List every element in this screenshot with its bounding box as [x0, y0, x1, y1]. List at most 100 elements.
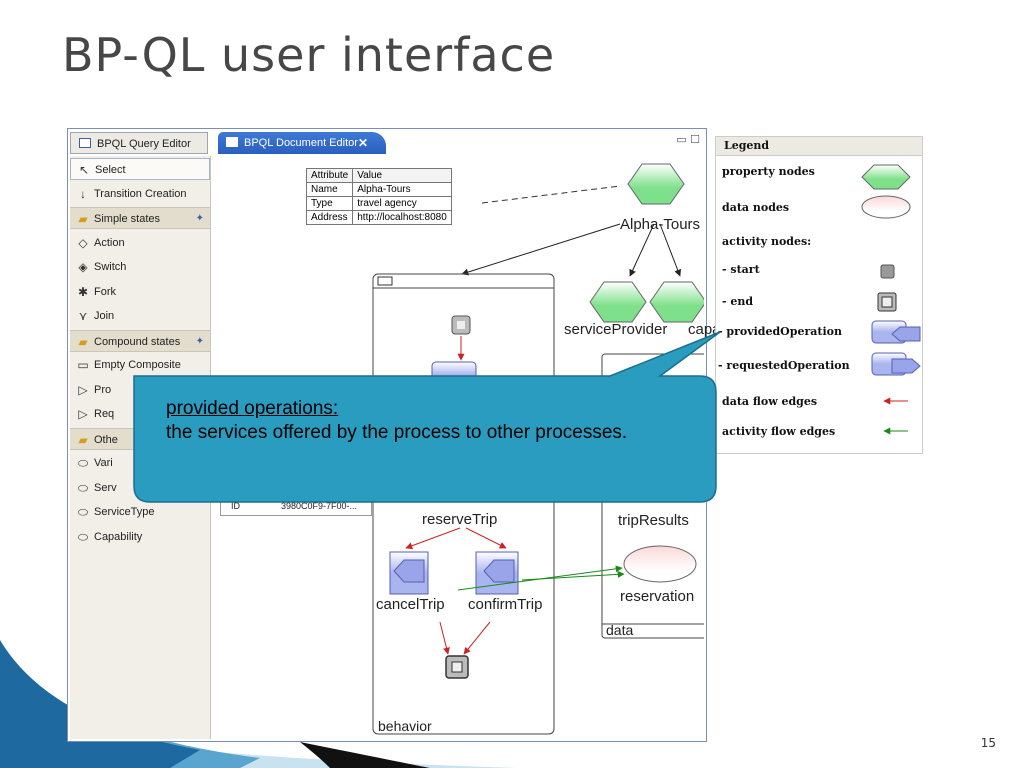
table-cell: travel agency	[352, 196, 452, 211]
fork-icon: ✱	[77, 284, 89, 299]
data-edge-cancel-to-end	[439, 621, 450, 655]
table-cell: Alpha-Tours	[352, 182, 452, 197]
variable-icon: ⬭	[77, 456, 89, 470]
arrow-cursor-icon: ↖	[78, 163, 90, 177]
edge-root-to-behavior	[461, 223, 621, 276]
legend-end-icon-inner	[881, 296, 893, 308]
table-cell: http://localhost:8080	[352, 210, 452, 225]
end-node-inner	[451, 661, 463, 673]
legend-requested-operation: - requestedOperation	[718, 359, 850, 372]
palette-label: Capability	[94, 530, 143, 543]
requested-op-icon: ▷	[78, 407, 88, 421]
palette-label: Switch	[94, 261, 127, 273]
edge-root-to-capability	[659, 223, 682, 277]
palette-tool[interactable]: ▭Empty Composite	[70, 354, 210, 376]
palette-label: Select	[95, 164, 126, 176]
provided-op-icon: ▷	[78, 382, 88, 397]
table-cell: Type	[305, 196, 354, 211]
window-controls[interactable]: ▭ ☐	[676, 133, 700, 146]
pin-icon[interactable]: ✦	[195, 335, 204, 347]
join-icon: ⋎	[78, 309, 88, 323]
folder-icon: ▰	[78, 334, 88, 349]
service-icon: ⬭	[77, 480, 89, 495]
decorative-swoosh	[0, 640, 520, 768]
palette-label: Req	[94, 408, 115, 420]
tab-document-editor[interactable]: BPQL Document Editor ✕	[218, 132, 386, 154]
property-node-alpha-tours	[627, 163, 685, 205]
table-cell: Address	[305, 210, 354, 225]
down-arrow-icon: ↓	[80, 186, 86, 201]
tab-query-label: BPQL Query Editor	[97, 138, 191, 150]
edge-root-to-provider	[629, 223, 655, 277]
legend-activity-flow-edges: activity flow edges	[722, 425, 836, 438]
legend-provided-op-arrow	[891, 326, 921, 342]
trip-results-label: tripResults	[618, 512, 689, 529]
data-edge-reserve-to-confirm	[465, 527, 507, 549]
palette-label: Join	[94, 310, 115, 322]
palette-tool[interactable]: ⬭Capability	[70, 526, 210, 548]
palette-label: Serv	[94, 481, 117, 494]
legend-requested-op-arrow	[891, 358, 921, 374]
start-node-inner	[457, 321, 465, 329]
property-node-capability	[649, 281, 704, 323]
palette-label: Transition Creation	[94, 187, 187, 200]
palette-tool[interactable]: ⋎ Join	[70, 305, 210, 327]
close-icon[interactable]: ✕	[357, 136, 368, 150]
confirm-trip-label: confirmTrip	[468, 596, 543, 613]
palette-label: ServiceType	[94, 506, 155, 518]
palette-label: Othe	[94, 433, 118, 446]
service-provider-label: serviceProvider	[564, 321, 668, 338]
legend-ellipse-icon	[861, 195, 911, 219]
callout-title: provided operations:	[166, 398, 339, 419]
diagram-canvas[interactable]: Attribute Value Name Alpha-Tours Type tr…	[210, 156, 751, 739]
palette-tool[interactable]: ▷ Pro	[70, 379, 210, 401]
palette-tool[interactable]: ↓ Transition Creation	[70, 183, 210, 205]
legend-start-icon	[880, 264, 895, 279]
diagram-svg	[372, 163, 704, 735]
data-box-label: data	[606, 622, 634, 638]
tab-query-editor[interactable]: BPQL Query Editor	[70, 132, 208, 154]
palette-tool[interactable]: ▷ Req	[70, 403, 210, 425]
legend-hexagon-icon	[861, 164, 911, 190]
legend-activity-nodes: activity nodes:	[722, 235, 812, 248]
table-cell: Name	[305, 182, 354, 197]
legend-title: Legend	[716, 137, 922, 156]
folder-icon: ▰	[78, 212, 88, 226]
callout-text: provided operations: the services offere…	[166, 397, 706, 445]
attribute-header: Attribute	[305, 168, 354, 183]
attribute-link-edge	[481, 185, 621, 204]
table-row: Type travel agency	[305, 196, 452, 211]
table-row: Name Alpha-Tours	[305, 182, 452, 197]
palette-tool[interactable]: ◈ Switch	[70, 256, 210, 278]
composite-icon	[377, 276, 393, 286]
id-key: ID	[231, 501, 240, 511]
palette-tool[interactable]: ⬭ Serv	[70, 477, 210, 499]
data-edge-reserve-to-cancel	[405, 527, 461, 550]
value-header: Value	[352, 168, 452, 183]
id-value: 3980C0F9-7F00-...	[281, 501, 358, 511]
swoosh-dark	[0, 640, 200, 768]
legend-symbols	[861, 164, 921, 435]
palette-section-header[interactable]: ▰ Compound states ✦	[70, 329, 210, 352]
reserve-trip-label: reserveTrip	[422, 511, 498, 528]
palette-label: Simple states	[94, 213, 161, 225]
palette-tool[interactable]: ⬭Vari	[70, 452, 210, 474]
folder-icon: ▰	[78, 432, 88, 447]
editor-icon	[79, 138, 91, 148]
palette-tool[interactable]: ↖ Select	[70, 158, 210, 180]
palette-label: Compound states	[94, 335, 181, 348]
palette-tool[interactable]: ⬭ ServiceType	[70, 501, 210, 523]
pin-icon[interactable]: ✦	[195, 213, 204, 224]
tool-palette: ↖ Select ↓ Transition Creation ▰ Simple state…	[70, 156, 211, 739]
provided-operation-node-top	[431, 361, 477, 389]
confirm-operation-arrow	[483, 559, 515, 583]
reservation-label: reservation	[620, 588, 695, 605]
attribute-table: Attribute Value Name Alpha-Tours Type tr…	[305, 168, 452, 225]
palette-section-header[interactable]: ▰ Simple states ✦	[70, 207, 210, 229]
palette-label: Pro	[94, 383, 112, 396]
service-type-icon: ⬭	[77, 505, 89, 519]
switch-icon: ◈	[78, 260, 88, 274]
palette-tool[interactable]: ✱Fork	[70, 281, 210, 303]
editor-icon	[226, 137, 238, 147]
palette-tool[interactable]: ◇Action	[70, 232, 210, 254]
